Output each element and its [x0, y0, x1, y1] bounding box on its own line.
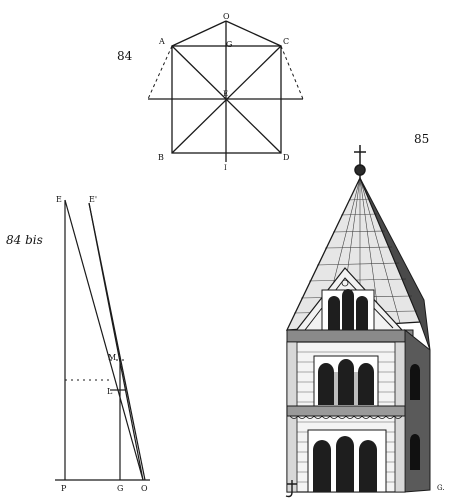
- label-e-left: E: [56, 195, 62, 204]
- plan-dashed-projections: [147, 45, 304, 100]
- label-e-prime: E': [89, 195, 97, 204]
- figure-84bis-number: 84 bis: [6, 233, 43, 247]
- monogram-mark: [285, 480, 297, 498]
- middle-arcade: [313, 355, 379, 407]
- section-lines: [55, 199, 150, 481]
- label-l: L: [107, 387, 113, 396]
- section-dotted-guides: [65, 359, 125, 381]
- figure-84-number: 84: [117, 49, 133, 63]
- side-face-openings: [410, 364, 420, 470]
- label-o: O: [141, 484, 148, 493]
- label-p: P: [61, 484, 67, 493]
- figure-85-tower: 85: [285, 132, 445, 498]
- label-e: E: [223, 90, 228, 98]
- label-m: M: [108, 353, 116, 362]
- figure-84bis-section: 84 bis E E' M L P G O: [6, 195, 150, 493]
- gable-belfry: [293, 267, 404, 333]
- cornice-lower: [286, 405, 406, 419]
- figure-84-plan: 84 O A G C E B I D: [117, 12, 304, 172]
- label-c: C: [283, 37, 289, 46]
- finial-cross: [354, 145, 366, 178]
- label-d: D: [283, 153, 289, 162]
- label-g: G: [226, 40, 232, 49]
- label-apex: O: [223, 12, 230, 21]
- figure-85-number: 85: [414, 132, 429, 146]
- plan-square: [148, 20, 303, 162]
- label-a: A: [158, 37, 165, 46]
- label-i: I: [224, 164, 227, 172]
- label-g-base: G: [117, 484, 123, 493]
- engraver-signature: G.: [437, 484, 445, 492]
- lower-arcade: [307, 429, 387, 493]
- label-b: B: [158, 153, 164, 162]
